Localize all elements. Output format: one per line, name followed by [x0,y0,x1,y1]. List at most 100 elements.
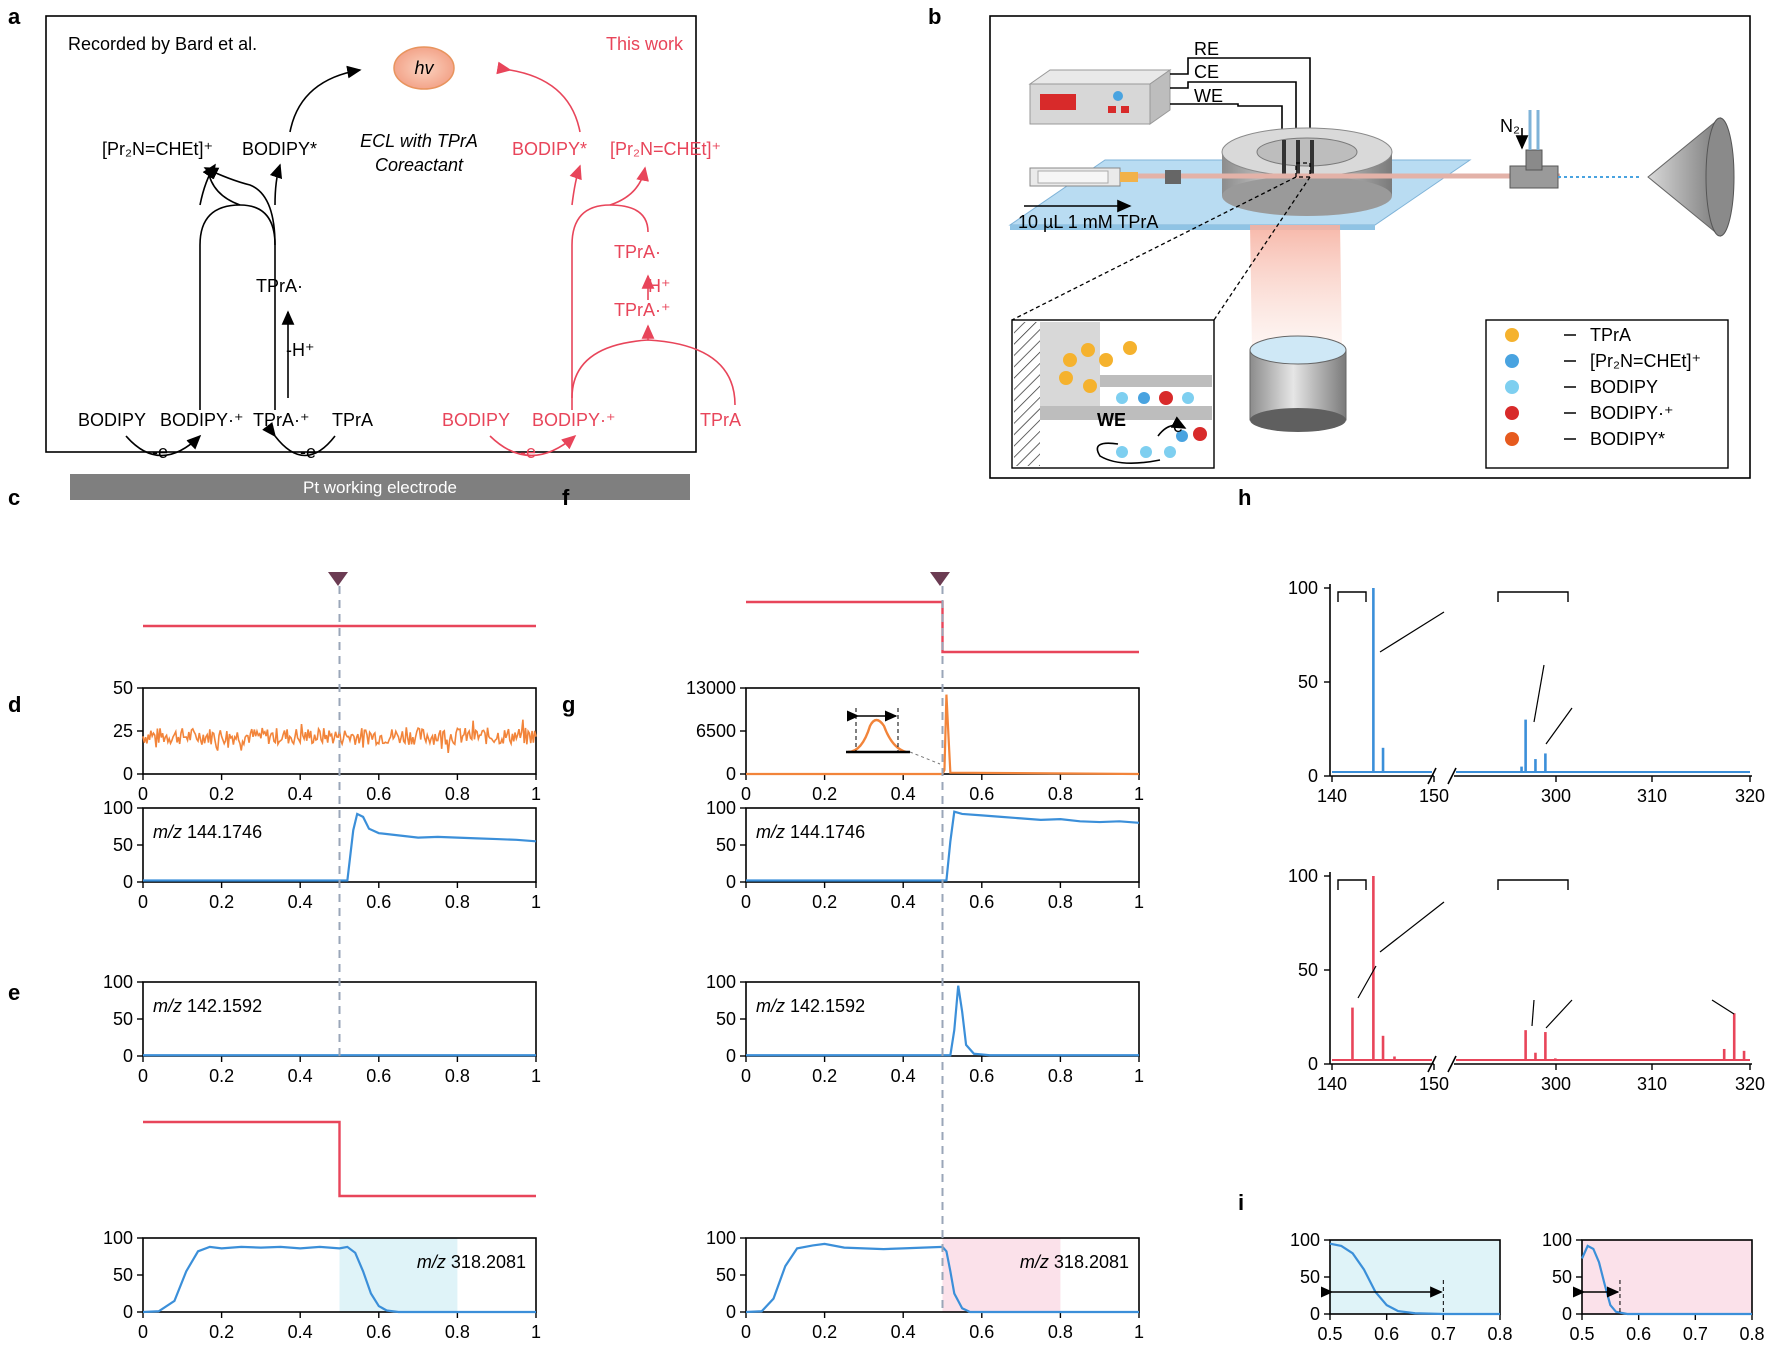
inset-we-label: WE [1097,410,1126,430]
x-tick-label: 0.6 [366,892,391,912]
x-tick-label: 0.8 [1048,1322,1073,1342]
re-label: RE [1194,39,1219,59]
scale-bracket-0 [1337,591,1367,602]
x-tick-label: 0.4 [288,1322,313,1342]
pt-electrode-label: Pt working electrode [303,478,457,497]
panel-letter-i: i [1238,1190,1244,1215]
y-tick-label: 0 [726,764,736,784]
right-minus-h-label: -H⁺ [642,276,671,296]
legend-label-4: BODIPY* [1590,429,1665,449]
x-tick-label: 0.6 [366,784,391,804]
x-tick-label: 320 [1735,1074,1765,1094]
y-tick-label: 0 [1308,1054,1318,1074]
y-tick-label: 100 [1542,1230,1572,1250]
y-tick-label: 50 [716,1009,736,1029]
x-tick-label: 0.6 [969,1322,994,1342]
this-work-arrows [489,61,736,457]
x-tick-label: 0.8 [445,1322,470,1342]
peak-leader-0 [1357,965,1377,999]
bard-arrows [125,65,362,457]
x-tick-label: 0.6 [366,1066,391,1086]
panel-letter-h: h [1238,485,1251,510]
mz-value: 318.2081 [1049,1252,1129,1272]
ion-trace-318 [142,1245,536,1314]
left-minus-e-2: -e [300,442,316,462]
y-tick-label: 50 [113,1009,133,1029]
y-tick-label: 50 [113,1265,133,1285]
scale-bracket-1 [1497,591,1569,602]
x-tick-label: 300 [1541,1074,1571,1094]
left-bodipy-star-label: BODIPY* [242,139,317,159]
x-tick-label: 0.8 [445,784,470,804]
syringe-label: 10 µL 1 mM TPrA [1018,212,1158,232]
right-bodipy-star-label: BODIPY* [512,139,587,159]
x-tick-label: 0.8 [1739,1324,1764,1344]
ecl-center-line2: Coreactant [375,155,464,175]
left-pr2n-label: [Pr₂N=CHEt]⁺ [102,139,213,159]
inset-electron-label: e [1173,416,1183,436]
ion-label-1: m/z 142.1592 [153,996,262,1016]
x-tick-label: 0.8 [1048,1066,1073,1086]
y-tick-label: 50 [716,835,736,855]
ion-label-318: m/z 318.2081 [417,1252,526,1272]
ms-inlet-cone [1647,116,1735,238]
x-tick-label: 1 [1134,784,1144,804]
ion-trace-0 [143,812,537,882]
x-tick-label: 0.4 [288,784,313,804]
y-tick-label: 0 [123,764,133,784]
panel-letter-g: g [562,692,575,717]
x-tick-label: 0.8 [1048,892,1073,912]
panel-b: b RE CE WE [928,4,1751,479]
x-tick-label: 0 [138,1322,148,1342]
x-tick-label: 310 [1637,786,1667,806]
x-tick-label: 0.5 [1317,1324,1342,1344]
x-tick-label: 140 [1317,1074,1347,1094]
x-tick-label: 0.6 [366,1322,391,1342]
legend-dot-0 [1505,328,1519,342]
ecl-trace [746,694,1140,776]
x-tick-label: 1 [1134,1322,1144,1342]
y-tick-label: 13000 [686,678,736,698]
panel-letter-a: a [8,4,21,29]
mz-prefix: m/z [1020,1252,1049,1272]
ion-label-0: m/z 144.1746 [153,822,262,842]
x-tick-label: 0.6 [1626,1324,1651,1344]
y-tick-label: 100 [1288,578,1318,598]
x-tick-label: 0.8 [445,1066,470,1086]
x-tick-label: 0.2 [812,1322,837,1342]
peak-leader-1 [1379,901,1445,953]
panel-letter-c: c [8,485,20,510]
x-tick-label: 1 [531,784,541,804]
y-tick-label: 0 [123,1046,133,1066]
i-trace-right [1580,1244,1752,1316]
x-tick-label: 0.5 [1569,1324,1594,1344]
x-tick-label: 310 [1637,1074,1667,1094]
y-tick-label: 50 [1552,1267,1572,1287]
axis-break-1 [1427,767,1437,785]
x-tick-label: 300 [1541,786,1571,806]
panel-b-frame [989,15,1751,479]
x-tick-label: 0.4 [891,1066,916,1086]
y-tick-label: 50 [113,835,133,855]
left-tpra-label: TPrA [332,410,373,430]
x-tick-label: 0.2 [209,892,234,912]
x-tick-label: 0 [741,784,751,804]
x-tick-label: 0.2 [209,1322,234,1342]
x-tick-label: 1 [1134,892,1144,912]
ion-trace-0 [746,810,1140,882]
ion-label-1: m/z 142.1592 [756,996,865,1016]
bard-mechanism: [Pr₂N=CHEt]⁺ BODIPY* TPrA· -H⁺ BODIPY BO… [78,139,373,462]
y-tick-label: 25 [113,721,133,741]
potentiostat [1028,69,1172,125]
x-tick-label: 150 [1419,1074,1449,1094]
legend-label-2: BODIPY [1590,377,1658,397]
right-bodipy-radical-label: BODIPY·⁺ [532,410,616,430]
legend-label-0: TPrA [1590,325,1631,345]
mz-value: 142.1592 [785,996,865,1016]
